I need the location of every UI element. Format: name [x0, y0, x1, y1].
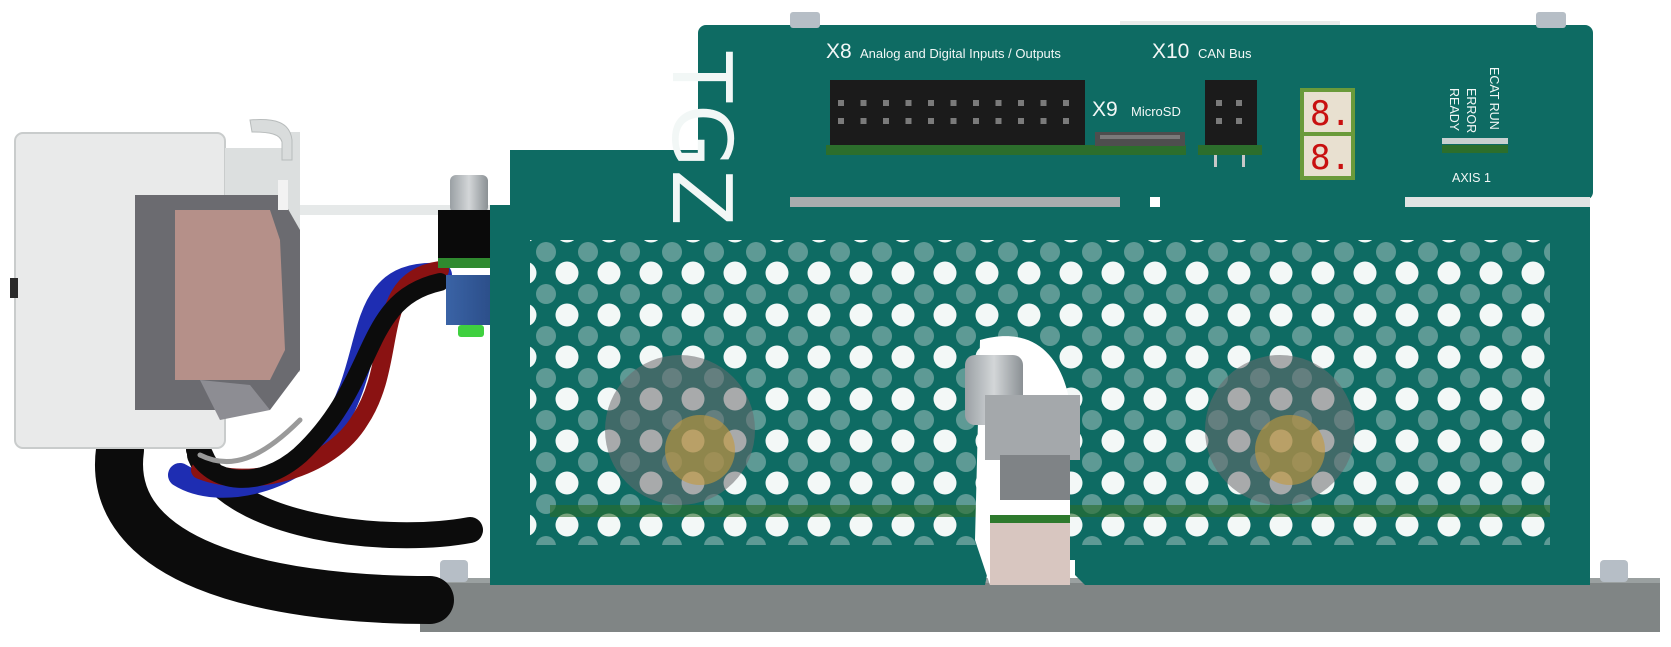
x8-pin	[950, 118, 957, 124]
segment-digit-1: 8.	[1310, 94, 1351, 134]
brand-logo-text: TGZ	[653, 51, 748, 228]
x10-pin	[1216, 118, 1222, 124]
x8-pin	[973, 100, 979, 106]
x8-pin	[905, 118, 912, 124]
led-light-pipe	[1442, 138, 1508, 144]
x8-pin	[838, 100, 844, 106]
x8-pin	[928, 100, 934, 106]
x8-pin	[883, 118, 889, 124]
x8-pin	[1018, 100, 1024, 106]
x8-id-label: X8	[826, 40, 852, 63]
x9-desc-label: MicroSD	[1131, 104, 1181, 119]
led-label-ecat-run: ECAT RUN	[1487, 67, 1501, 130]
x8-pin	[1018, 118, 1024, 124]
x8-desc-label: Analog and Digital Inputs / Outputs	[860, 46, 1061, 61]
x8-pin	[995, 100, 1002, 106]
segment-digit-2: 8.	[1310, 138, 1351, 178]
microsd-slot[interactable]	[1095, 132, 1185, 146]
x8-pin	[838, 118, 844, 124]
led-label-error: ERROR	[1464, 88, 1478, 133]
brand-logo: TGZ	[653, 51, 748, 228]
axis-label: AXIS 1	[1452, 171, 1491, 185]
seven-segment-display: 8. 8.	[1300, 88, 1355, 180]
x8-pin	[883, 100, 889, 106]
x10-id-label: X10	[1152, 40, 1189, 63]
led-label-ready: READY	[1447, 88, 1461, 132]
x8-pin	[1063, 118, 1069, 124]
x8-pin	[905, 100, 912, 106]
x8-pin	[860, 118, 867, 124]
upper-housing	[698, 12, 1593, 207]
x8-pin	[1040, 100, 1047, 106]
x8-pin	[928, 118, 934, 124]
status-led-labels: ECAT RUN ERROR READY	[1442, 67, 1508, 153]
center-encoder-knob	[965, 336, 1080, 585]
x10-desc-label: CAN Bus	[1198, 46, 1252, 61]
x8-pin	[860, 100, 867, 106]
connector-x10	[1198, 80, 1262, 167]
x8-pin	[1063, 100, 1069, 106]
x10-pin	[1236, 118, 1242, 124]
x8-pin-grid	[838, 100, 1069, 124]
x10-pin	[1236, 100, 1242, 106]
x8-pin	[995, 118, 1002, 124]
cable-bundle	[95, 261, 483, 624]
x8-pin	[973, 118, 979, 124]
x10-pin	[1216, 100, 1222, 106]
x8-pin	[1040, 118, 1047, 124]
din-rail-clip	[10, 119, 500, 449]
x9-id-label: X9	[1092, 98, 1118, 121]
connector-x8	[826, 80, 1186, 155]
x8-pin	[950, 100, 957, 106]
